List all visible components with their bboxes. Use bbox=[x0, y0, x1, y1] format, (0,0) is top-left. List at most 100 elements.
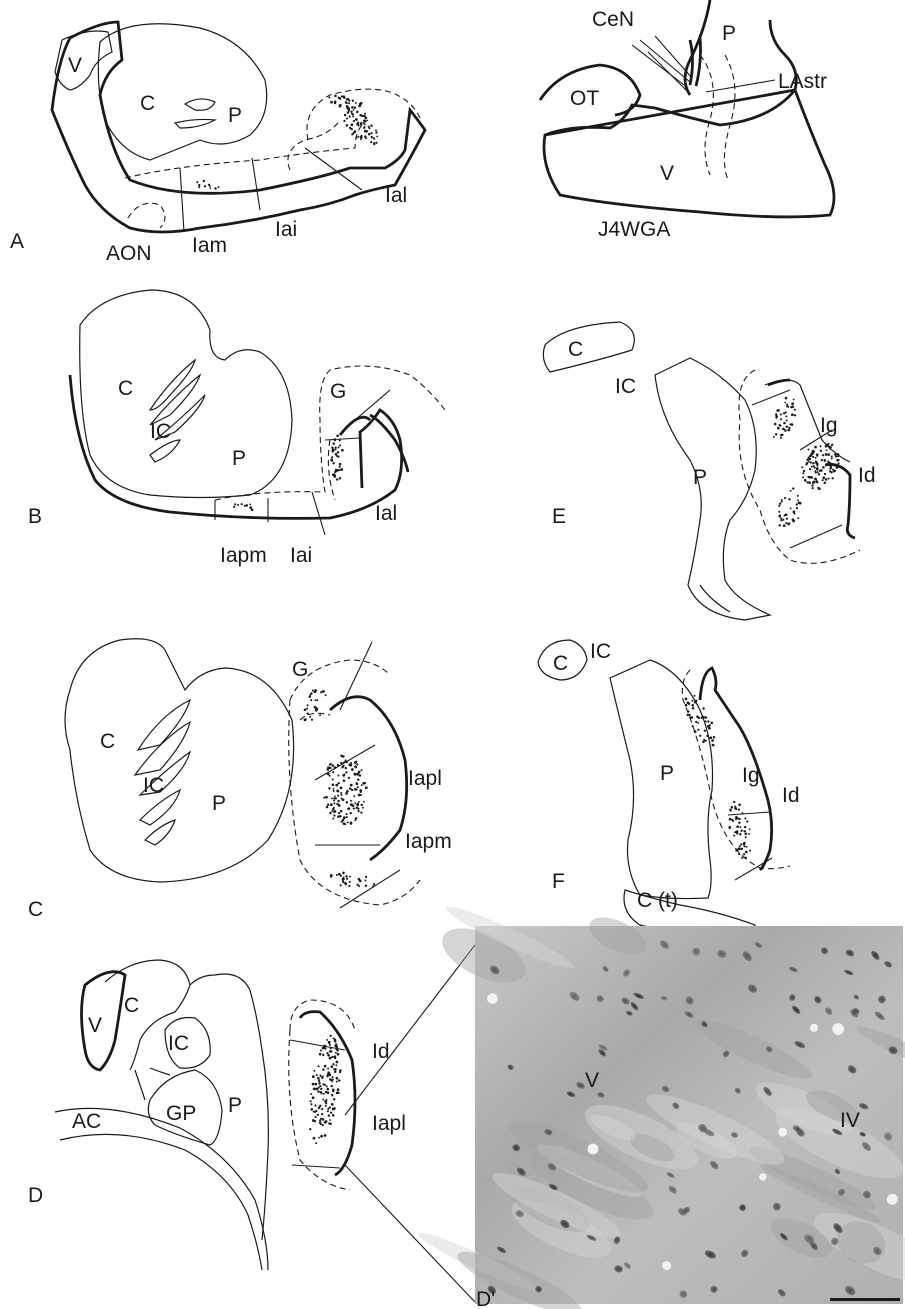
labeled-cell-dot bbox=[340, 792, 342, 794]
labeled-cell-dot bbox=[353, 120, 355, 122]
labeled-cell-dot bbox=[331, 456, 333, 458]
labeled-cell-dot bbox=[335, 448, 337, 450]
labeled-cell-dot bbox=[706, 735, 708, 737]
labeled-cell-dot bbox=[345, 767, 347, 769]
panel-b-divider-4 bbox=[325, 438, 360, 440]
labeled-cell-dot bbox=[309, 1128, 311, 1130]
labeled-cell-dot bbox=[336, 435, 339, 438]
labeled-cell-dot bbox=[781, 499, 783, 501]
panel-e-label-id: Id bbox=[858, 464, 876, 487]
panel-e-putamen bbox=[655, 358, 770, 620]
labeled-cell-dot bbox=[744, 857, 746, 859]
labeled-cell-dot bbox=[824, 482, 827, 485]
labeled-cell-dot bbox=[817, 487, 819, 489]
labeled-cell-dot bbox=[338, 97, 340, 99]
labeled-cell-dot bbox=[334, 95, 337, 98]
labeled-cell-dot bbox=[829, 465, 831, 467]
labeled-cell-dot bbox=[343, 816, 346, 819]
inset-tracer-label: J4WGA bbox=[598, 218, 670, 241]
micrograph-vessel bbox=[588, 1144, 599, 1155]
labeled-cell-dot bbox=[372, 885, 374, 887]
panel-d: V C IC GP P AC Id Iapl D bbox=[28, 945, 475, 1302]
labeled-cell-dot bbox=[332, 443, 334, 445]
labeled-cell-dot bbox=[337, 782, 339, 784]
labeled-cell-dot bbox=[815, 471, 817, 473]
labeled-cell-dot bbox=[318, 1080, 320, 1082]
labeled-cell-dot bbox=[688, 703, 690, 705]
labeled-cell-dot bbox=[327, 1108, 329, 1110]
labeled-cell-dot bbox=[332, 779, 334, 781]
labeled-cell-dot bbox=[749, 828, 751, 830]
labeled-cell-dot bbox=[346, 124, 349, 127]
labeled-cell-dot bbox=[335, 1045, 338, 1048]
labeled-cell-dot bbox=[358, 801, 360, 803]
labeled-cell-dot bbox=[698, 717, 700, 719]
panel-c-label-iapm: Iapm bbox=[405, 830, 452, 853]
inset-ventral-outline bbox=[544, 20, 834, 217]
labeled-cell-dot bbox=[350, 812, 352, 814]
labeled-cell-dot bbox=[351, 768, 354, 771]
labeled-cell-dot bbox=[341, 468, 344, 471]
labeled-cell-dot bbox=[817, 471, 819, 473]
labeled-cell-dot bbox=[340, 762, 342, 764]
labeled-cell-dot bbox=[746, 846, 748, 848]
labeled-cell-dot bbox=[785, 513, 788, 516]
panel-b-label-p: P bbox=[232, 447, 246, 470]
labeled-cell-dot bbox=[825, 453, 828, 456]
labeled-cell-dot bbox=[344, 774, 346, 776]
labeled-cell-dot bbox=[251, 508, 254, 511]
labeled-cell-dot bbox=[694, 695, 696, 697]
inset-lastr-dashed bbox=[700, 55, 735, 180]
labeled-cell-dot bbox=[745, 851, 748, 854]
labeled-cell-dot bbox=[785, 415, 787, 417]
labeled-cell-dot bbox=[827, 443, 830, 446]
labeled-cell-dot bbox=[834, 470, 836, 472]
labeled-cell-dot bbox=[314, 690, 317, 693]
labeled-cell-dot bbox=[343, 780, 345, 782]
labeled-cell-dot bbox=[320, 1049, 322, 1051]
labeled-cell-dot bbox=[792, 518, 795, 521]
labeled-cell-dot bbox=[336, 790, 339, 793]
labeled-cell-dot bbox=[354, 788, 357, 791]
labeled-cell-dot bbox=[365, 885, 367, 887]
labeled-cell-dot bbox=[364, 135, 366, 137]
labeled-cell-dot bbox=[332, 1090, 334, 1092]
labeled-cell-dot bbox=[339, 439, 341, 441]
labeled-cell-dot bbox=[342, 799, 345, 802]
panel-d-label-ic: IC bbox=[168, 1032, 189, 1055]
labeled-cell-dot bbox=[356, 763, 358, 765]
labeled-cell-dot bbox=[744, 826, 746, 828]
labeled-cell-dot bbox=[349, 876, 351, 878]
labeled-cell-dot bbox=[739, 833, 741, 835]
labeled-cell-dot bbox=[778, 505, 780, 507]
labeled-cell-dot bbox=[318, 1106, 321, 1109]
labeled-cell-dot bbox=[343, 877, 345, 879]
labeled-cell-dot bbox=[310, 1108, 313, 1111]
panel-d-zoom-line-2 bbox=[345, 1165, 475, 1302]
labeled-cell-dot bbox=[332, 771, 334, 773]
labeled-cell-dot bbox=[364, 113, 366, 115]
labeled-cell-dot bbox=[785, 397, 788, 400]
labeled-cell-dot bbox=[822, 479, 824, 481]
panel-f-label-ct: C (t) bbox=[637, 889, 678, 912]
labeled-cell-dot bbox=[809, 468, 811, 470]
labeled-cell-dot bbox=[320, 1085, 322, 1087]
labeled-cell-dot bbox=[742, 812, 744, 814]
labeled-cell-dot bbox=[804, 479, 807, 482]
labeled-cell-dot bbox=[329, 1050, 332, 1053]
labeled-cell-dot bbox=[733, 835, 735, 837]
labeled-cell-dot bbox=[339, 477, 341, 479]
labeled-cell-dot bbox=[331, 1094, 333, 1096]
labeled-cell-dot bbox=[346, 107, 348, 109]
labeled-cell-dot bbox=[371, 136, 373, 138]
labeled-cell-dot bbox=[787, 523, 790, 526]
labeled-cell-dot bbox=[335, 1043, 337, 1045]
labeled-cell-dot bbox=[822, 454, 824, 456]
labeled-cell-dot bbox=[807, 476, 809, 478]
labeled-cell-dot bbox=[325, 1102, 327, 1104]
labeled-cell-dot bbox=[820, 469, 823, 472]
labeled-cell-dot bbox=[329, 1035, 331, 1037]
labeled-cell-dot bbox=[797, 499, 799, 501]
labeled-cell-dot bbox=[809, 458, 812, 461]
labeled-cell-dot bbox=[348, 102, 350, 104]
